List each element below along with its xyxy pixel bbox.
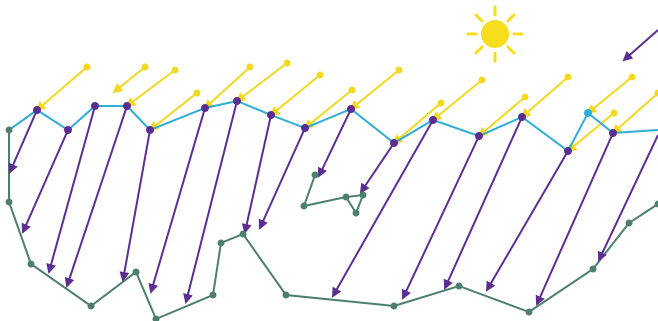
scattered-ray [49, 106, 95, 272]
surface-node [267, 111, 275, 119]
scattered-ray [599, 135, 658, 260]
scattered-ray [151, 108, 205, 292]
surface-node [146, 126, 154, 134]
cluster-line [304, 175, 363, 213]
incoming-ray-origin [84, 64, 91, 71]
ground-node [88, 303, 95, 310]
incoming-ray-origin [194, 90, 201, 97]
ground-node [6, 127, 13, 134]
scattered-ray [260, 128, 305, 228]
scattered-ray [67, 106, 127, 286]
node-layer [6, 97, 658, 321]
incoming-ray-origin [172, 67, 179, 74]
incoming-ray [522, 77, 568, 117]
ground-node [526, 309, 533, 316]
scattered-ray [23, 130, 68, 232]
incoming-ray-origin [438, 100, 445, 107]
ground-node [626, 220, 633, 227]
surface-node [91, 102, 99, 110]
sun-icon [468, 7, 522, 61]
scattered-ray [361, 143, 394, 192]
cluster-node [353, 210, 360, 217]
incoming-ray-origin [629, 74, 636, 81]
floating-cluster [304, 175, 363, 213]
incoming-ray-origin [284, 60, 291, 67]
incoming-ray [205, 67, 250, 108]
surface-node [475, 132, 483, 140]
incoming-ray-origin [317, 72, 324, 79]
surface-node [390, 139, 398, 147]
ground-node [391, 303, 398, 310]
surface-node [347, 105, 355, 113]
surface-node [429, 116, 437, 124]
incoming-ray [237, 63, 287, 101]
cluster-node [301, 203, 308, 210]
scattered-ray [445, 117, 522, 288]
incoming-ray-origin [247, 64, 254, 71]
cluster-node [312, 172, 319, 179]
surface-node [233, 97, 241, 105]
scattered-ray [319, 109, 351, 176]
surface-node [609, 129, 617, 137]
ground-node [240, 231, 247, 238]
ground-layer [9, 130, 658, 319]
ground-node [210, 292, 217, 299]
incoming-ray-origin [479, 77, 486, 84]
ground-node [590, 266, 597, 273]
cluster-node [360, 192, 367, 199]
sun-disc [481, 20, 509, 48]
incoming-ray [588, 77, 632, 113]
surface-node [564, 147, 572, 155]
surface-node [584, 109, 592, 117]
incoming-ray-origin [565, 74, 572, 81]
surface-node [201, 104, 209, 112]
ground-node [28, 261, 35, 268]
ground-node [133, 269, 140, 276]
surface-node [33, 106, 41, 114]
ground-node [6, 199, 13, 206]
incoming-ray-origin [142, 64, 149, 71]
incoming-ray [271, 75, 320, 115]
surface-node [518, 113, 526, 121]
ground-node [218, 240, 225, 247]
ground-node [456, 283, 463, 290]
scattered-ray [333, 120, 433, 296]
incoming-ray-origin [396, 67, 403, 74]
scattered-ray [537, 133, 613, 304]
incoming-ray [37, 67, 87, 110]
ground-node [153, 316, 160, 321]
ground-node [283, 292, 290, 299]
surface-node [123, 102, 131, 110]
scattered-ray [186, 101, 237, 302]
ground-line [9, 130, 658, 319]
cluster-node [343, 194, 350, 201]
scattered-rays [10, 30, 658, 304]
incoming-ray [613, 93, 658, 133]
incoming-ray-origin [522, 94, 529, 101]
incoming-ray [150, 93, 197, 130]
scattered-ray [123, 130, 150, 280]
incoming-ray-origin [349, 87, 356, 94]
surface-node [301, 124, 309, 132]
scattered-ray [403, 136, 479, 298]
incoming-ray [351, 70, 399, 109]
incoming-ray [114, 67, 145, 92]
scattered-ray [624, 30, 658, 60]
surface-node [64, 126, 72, 134]
incoming-ray-origin [611, 110, 618, 117]
scattered-ray [487, 151, 568, 290]
